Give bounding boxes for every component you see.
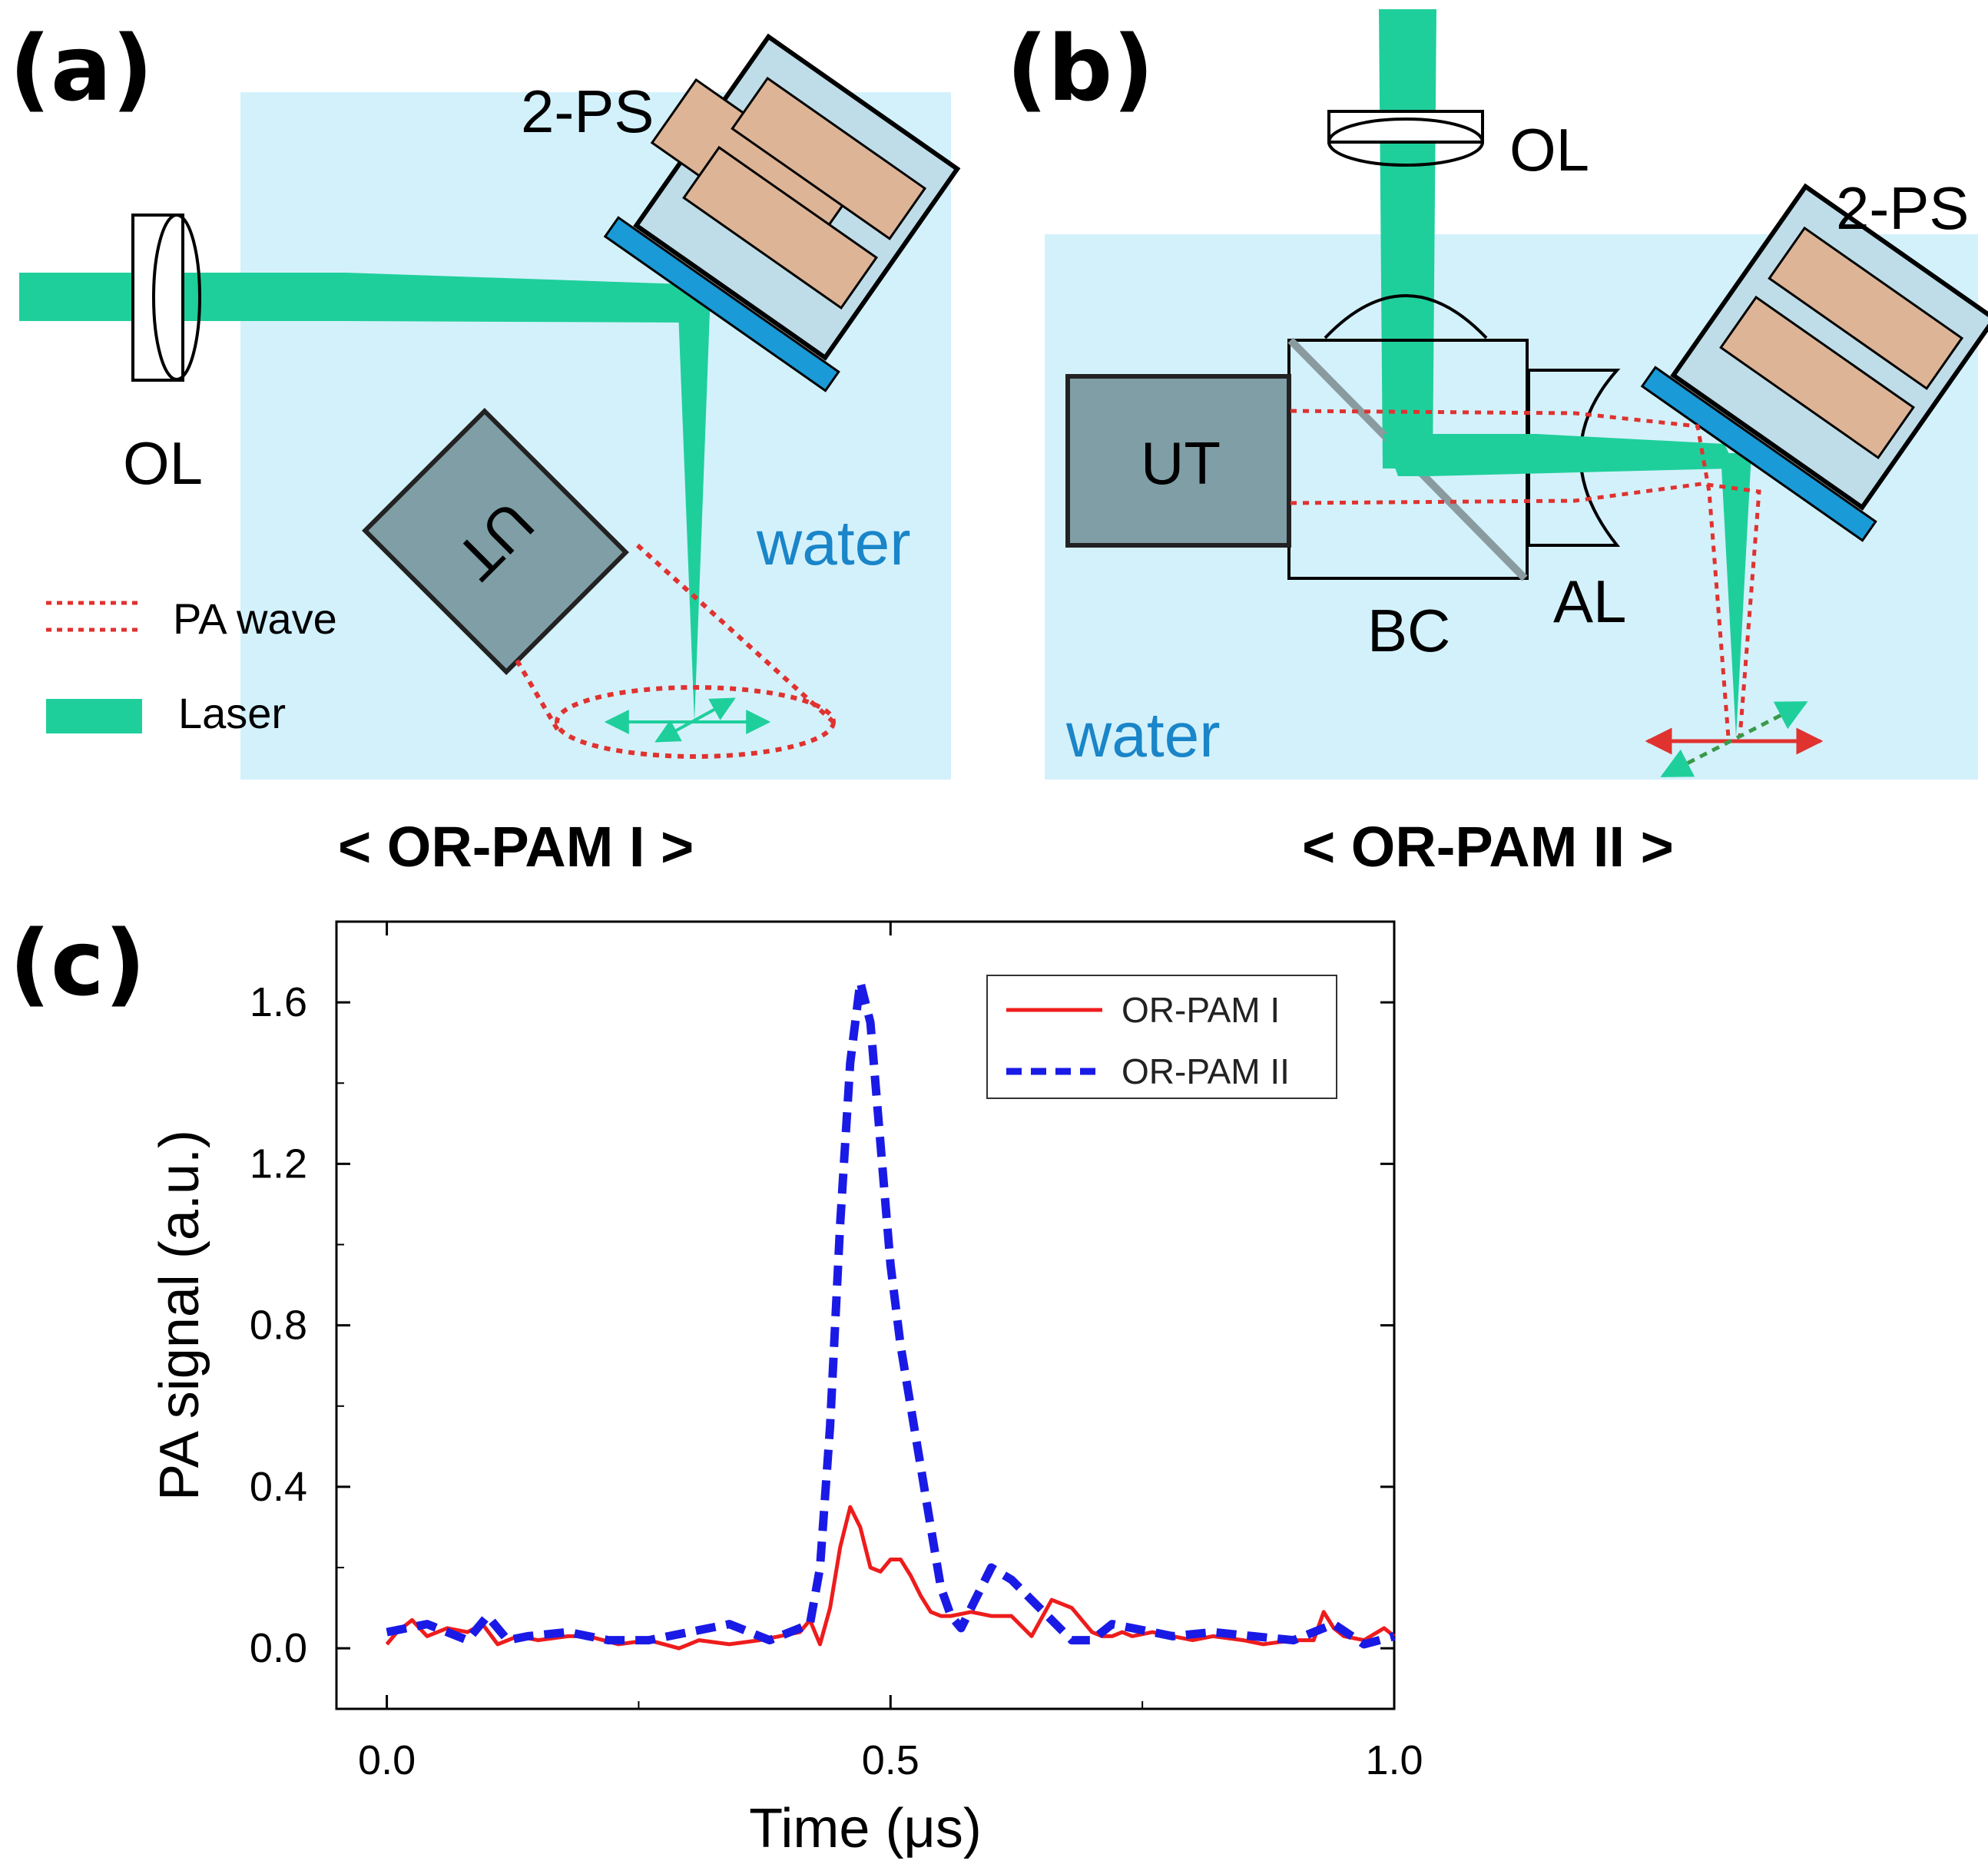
ultrasonic-transducer-icon-a: UT [362,408,629,675]
laser-beam-b-horizontal [1383,434,1732,476]
panel-a-label: (a) [9,15,154,121]
panel-b-label: (b) [1006,15,1154,121]
laser-beam-b-vertical [1379,9,1436,468]
panel-c-label: (c) [9,910,146,1016]
ps-label-a: 2-PS [521,78,654,145]
scanning-stage-icon-a [603,33,961,392]
y-tick-label: 0.4 [250,1464,307,1510]
al-label: AL [1553,568,1626,635]
pa-wave-a [515,543,836,759]
laser-focus-a [678,292,711,722]
x-axis-title: Time (μs) [749,1798,982,1859]
water-label-b: water [1065,700,1221,770]
ultrasonic-transducer-icon-b [1065,374,1291,548]
ut-label-b: UT [1141,429,1221,497]
caption-a: < OR-PAM I > [338,815,694,879]
panel-b: UT (b) OL 2-PS BC AL water < OR-PAM II > [1006,9,1988,879]
legend-pa-wave: PA wave [173,594,337,643]
series-line-2 [386,978,1396,1649]
legend-laser: Laser [178,689,286,737]
ps-label-b: 2-PS [1836,174,1969,242]
y-tick-label: 1.2 [250,1141,307,1187]
series-line-1 [385,1505,1396,1650]
plot-frame [335,920,1396,1710]
x-tick-label: 0.0 [358,1737,416,1783]
scan-arrows-a [604,697,771,743]
caption-b: < OR-PAM II > [1302,815,1674,879]
x-tick-label: 0.5 [862,1737,919,1783]
bc-label: BC [1367,597,1450,664]
ol-label-b: OL [1509,116,1589,184]
objective-lens-icon-a [131,214,201,382]
ol-label-a: OL [123,429,203,497]
diagram-legend-a: PA wave Laser [46,594,337,737]
water-label-a: water [756,508,911,578]
laser-focus-b [1721,453,1751,737]
pa-wave-b [1290,409,1761,738]
y-tick-label: 0.8 [250,1303,307,1349]
objective-lens-icon-b [1327,110,1484,167]
legend-label-1: OR-PAM I [1122,990,1280,1030]
legend-label-2: OR-PAM II [1122,1051,1290,1091]
laser-beam-a [19,273,691,323]
chart-legend [986,975,1337,1099]
y-tick-label: 1.6 [250,979,307,1025]
scanning-stage-icon-b [1640,183,1988,542]
y-tick-label: 0.0 [250,1625,307,1671]
y-axis-title: PA signal (a.u.) [149,1130,210,1501]
x-tick-label: 1.0 [1365,1737,1423,1783]
panel-a: UT (a) 2-PS OL water PA wave Laser < OR-… [9,15,961,879]
scan-arrows-b [1645,700,1824,778]
